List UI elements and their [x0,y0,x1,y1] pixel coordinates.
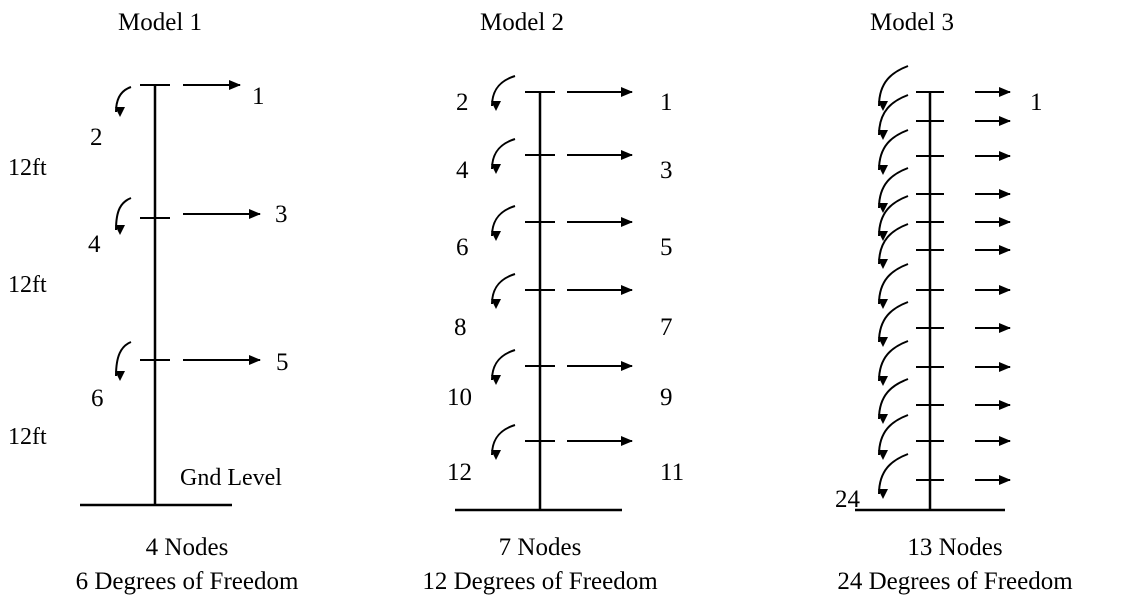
translation-dof-label: 1 [1030,89,1043,116]
model-1-story-label: 12ft [8,272,47,298]
rotation-arrow [115,341,132,382]
translation-dof-label: 3 [660,157,673,184]
model-1-story-label: 12ft [8,155,47,181]
rotation-dof-label: 6 [91,385,104,412]
model-3: Model 3 1 24 13 Nodes 24 Degrees of Freed… [835,9,1073,595]
model-3-node: 1 [878,65,1043,116]
rotation-dof-label: 10 [447,384,472,411]
rotation-dof-label: 2 [456,89,469,116]
model-1-node: 3 4 [88,197,288,258]
model-2-node: 56 [456,205,673,261]
model-2-node: 11 12 [447,424,684,486]
rotation-dof-label: 4 [456,157,469,184]
rotation-arrow [878,378,909,425]
model-3-node [878,301,1011,348]
model-1-story-label: 12ft [8,424,47,450]
model-3-node-count: 13 Nodes [907,534,1002,561]
rotation-dof-label: 12 [447,459,472,486]
rotation-dof-label: 2 [90,124,103,151]
model-3-node [878,129,1011,176]
model-1-node: 1 2 [90,80,265,151]
translation-dof-label: 1 [252,83,265,110]
rotation-arrow [878,195,909,242]
translation-dof-label: 3 [275,201,288,228]
rotation-arrow [491,424,516,461]
model-2-dof-count: 12 Degrees of Freedom [422,568,658,595]
model-3-node [878,340,1011,387]
model-1: Model 1 Gnd Level 12ft 12ft 12ft 1 2 3 4 [8,9,299,595]
rotation-arrow [491,138,516,175]
model-3-node [878,195,1011,242]
translation-dof-label: 7 [660,314,673,341]
model-3-node [878,94,1011,141]
rotation-arrow [878,129,909,176]
model-3-node [878,223,1011,270]
rotation-arrow [878,301,909,348]
translation-dof-label: 11 [660,459,684,486]
model-3-nodes: 1 24 [835,65,1043,513]
model-2-title: Model 2 [480,9,564,36]
rotation-dof-label: 6 [456,234,469,261]
rotation-arrow [878,414,909,461]
rotation-arrow [878,263,909,310]
model-2-node: 9 10 [447,349,673,411]
rotation-arrow [115,197,132,236]
rotation-dof-label: 8 [454,314,467,341]
model-1-node-count: 4 Nodes [146,534,229,561]
translation-dof-label: 5 [660,234,673,261]
model-3-node [878,414,1011,461]
rotation-arrow [491,273,516,310]
rotation-arrow [878,65,909,112]
model-1-title: Model 1 [118,9,202,36]
model-3-node [878,263,1011,310]
model-3-node [878,378,1011,425]
rotation-dof-label: 4 [88,231,101,258]
translation-dof-label: 1 [660,89,673,116]
rotation-arrow [491,205,516,242]
model-3-title: Model 3 [870,9,954,36]
rotation-arrow [491,75,516,112]
translation-dof-label: 9 [660,384,673,411]
rotation-arrow [491,349,516,386]
model-3-dof-count: 24 Degrees of Freedom [837,568,1073,595]
translation-dof-label: 5 [276,349,289,376]
model-2-node: 78 [454,273,673,341]
rotation-arrow [115,86,132,118]
model-2-node: 12 [456,75,673,116]
model-3-node [878,167,1011,214]
rotation-arrow [878,167,909,214]
model-2-node: 34 [456,138,673,184]
rotation-arrow [878,453,909,500]
model-1-dof-count: 6 Degrees of Freedom [76,568,299,595]
model-1-node: 5 6 [91,341,289,412]
model-3-node: 24 [835,453,1011,513]
rotation-arrow [878,340,909,387]
model-1-ground-label: Gnd Level [180,465,282,491]
model-2-node-count: 7 Nodes [499,534,582,561]
rotation-arrow [878,94,909,141]
rotation-arrow [878,223,909,270]
rotation-dof-label: 24 [835,486,861,513]
